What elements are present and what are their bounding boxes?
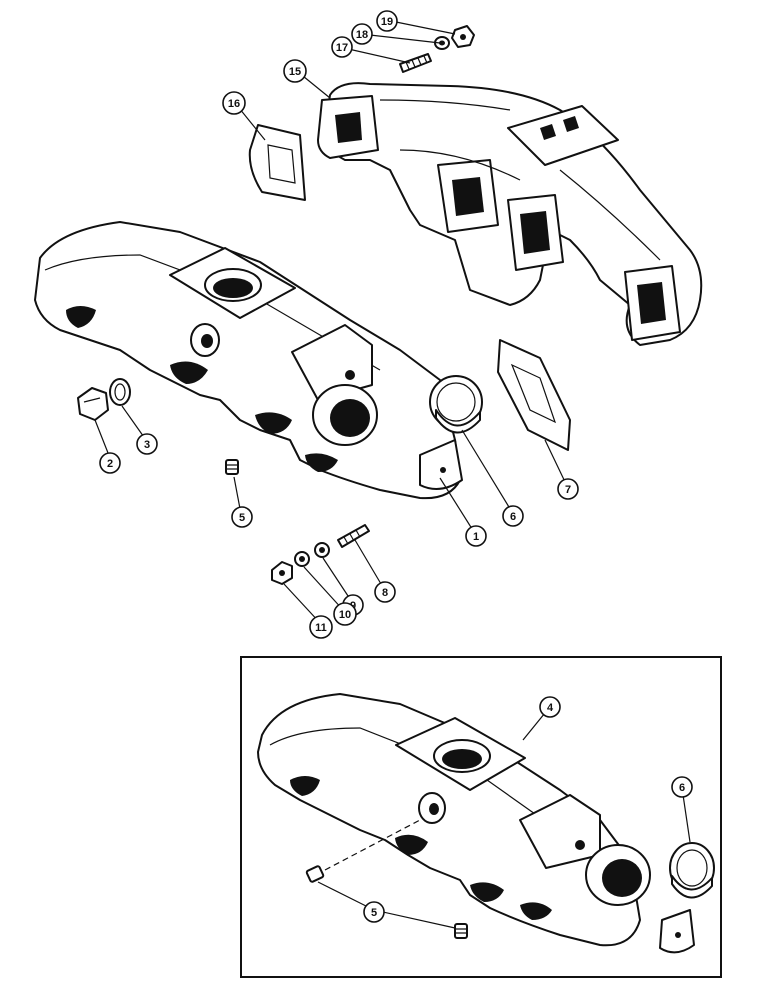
intake-manifold-inset [257, 693, 695, 954]
svg-text:10: 10 [339, 609, 351, 621]
callout-7: 7 [557, 478, 579, 500]
svg-text:5: 5 [239, 512, 245, 524]
svg-text:8: 8 [382, 587, 388, 599]
plug-5-inset-a [305, 865, 325, 883]
svg-text:2: 2 [107, 458, 113, 470]
washer-3 [109, 378, 131, 406]
ring-6 [429, 375, 483, 434]
callout-6-inset: 6 [671, 776, 693, 798]
callout-2: 2 [99, 452, 121, 474]
callout-4: 4 [539, 696, 561, 718]
callout-17: 17 [331, 36, 353, 58]
callout-1: 1 [465, 525, 487, 547]
callout-15: 15 [283, 59, 307, 83]
callout-10: 10 [333, 602, 357, 626]
dashed-alignment-line [324, 819, 421, 871]
svg-text:1: 1 [473, 531, 479, 543]
inset-frame [240, 656, 722, 978]
callout-19: 19 [376, 10, 398, 32]
callout-5-inset: 5 [363, 901, 385, 923]
svg-text:6: 6 [510, 511, 516, 523]
svg-text:18: 18 [356, 29, 368, 41]
intake-manifold-main [34, 221, 463, 500]
lockwasher-10 [294, 551, 310, 567]
svg-text:7: 7 [565, 484, 571, 496]
svg-text:11: 11 [315, 622, 327, 634]
callout-18: 18 [351, 23, 373, 45]
washer-9 [314, 542, 330, 558]
gasket-7 [497, 339, 571, 451]
svg-text:6: 6 [679, 782, 685, 794]
svg-text:19: 19 [381, 16, 393, 28]
nut-11 [271, 561, 293, 585]
svg-text:15: 15 [289, 66, 301, 78]
svg-text:17: 17 [336, 42, 348, 54]
plug-2 [77, 387, 109, 421]
callout-3: 3 [136, 433, 158, 455]
callout-8: 8 [374, 581, 396, 603]
gasket-16 [248, 124, 306, 201]
svg-text:4: 4 [547, 702, 554, 714]
plug-5 [225, 459, 239, 475]
callout-16: 16 [222, 91, 246, 115]
stud-17 [399, 53, 432, 73]
callout-6: 6 [502, 505, 524, 527]
svg-text:16: 16 [228, 98, 240, 110]
svg-text:5: 5 [371, 907, 377, 919]
exhaust-manifold-upper [317, 82, 703, 346]
ring-6-inset [669, 842, 715, 899]
stud-8 [337, 524, 370, 548]
nut-19 [451, 25, 475, 48]
plug-5-inset-b [454, 923, 468, 939]
svg-text:3: 3 [144, 439, 150, 451]
callout-5: 5 [231, 506, 253, 528]
callout-11: 11 [309, 615, 333, 639]
